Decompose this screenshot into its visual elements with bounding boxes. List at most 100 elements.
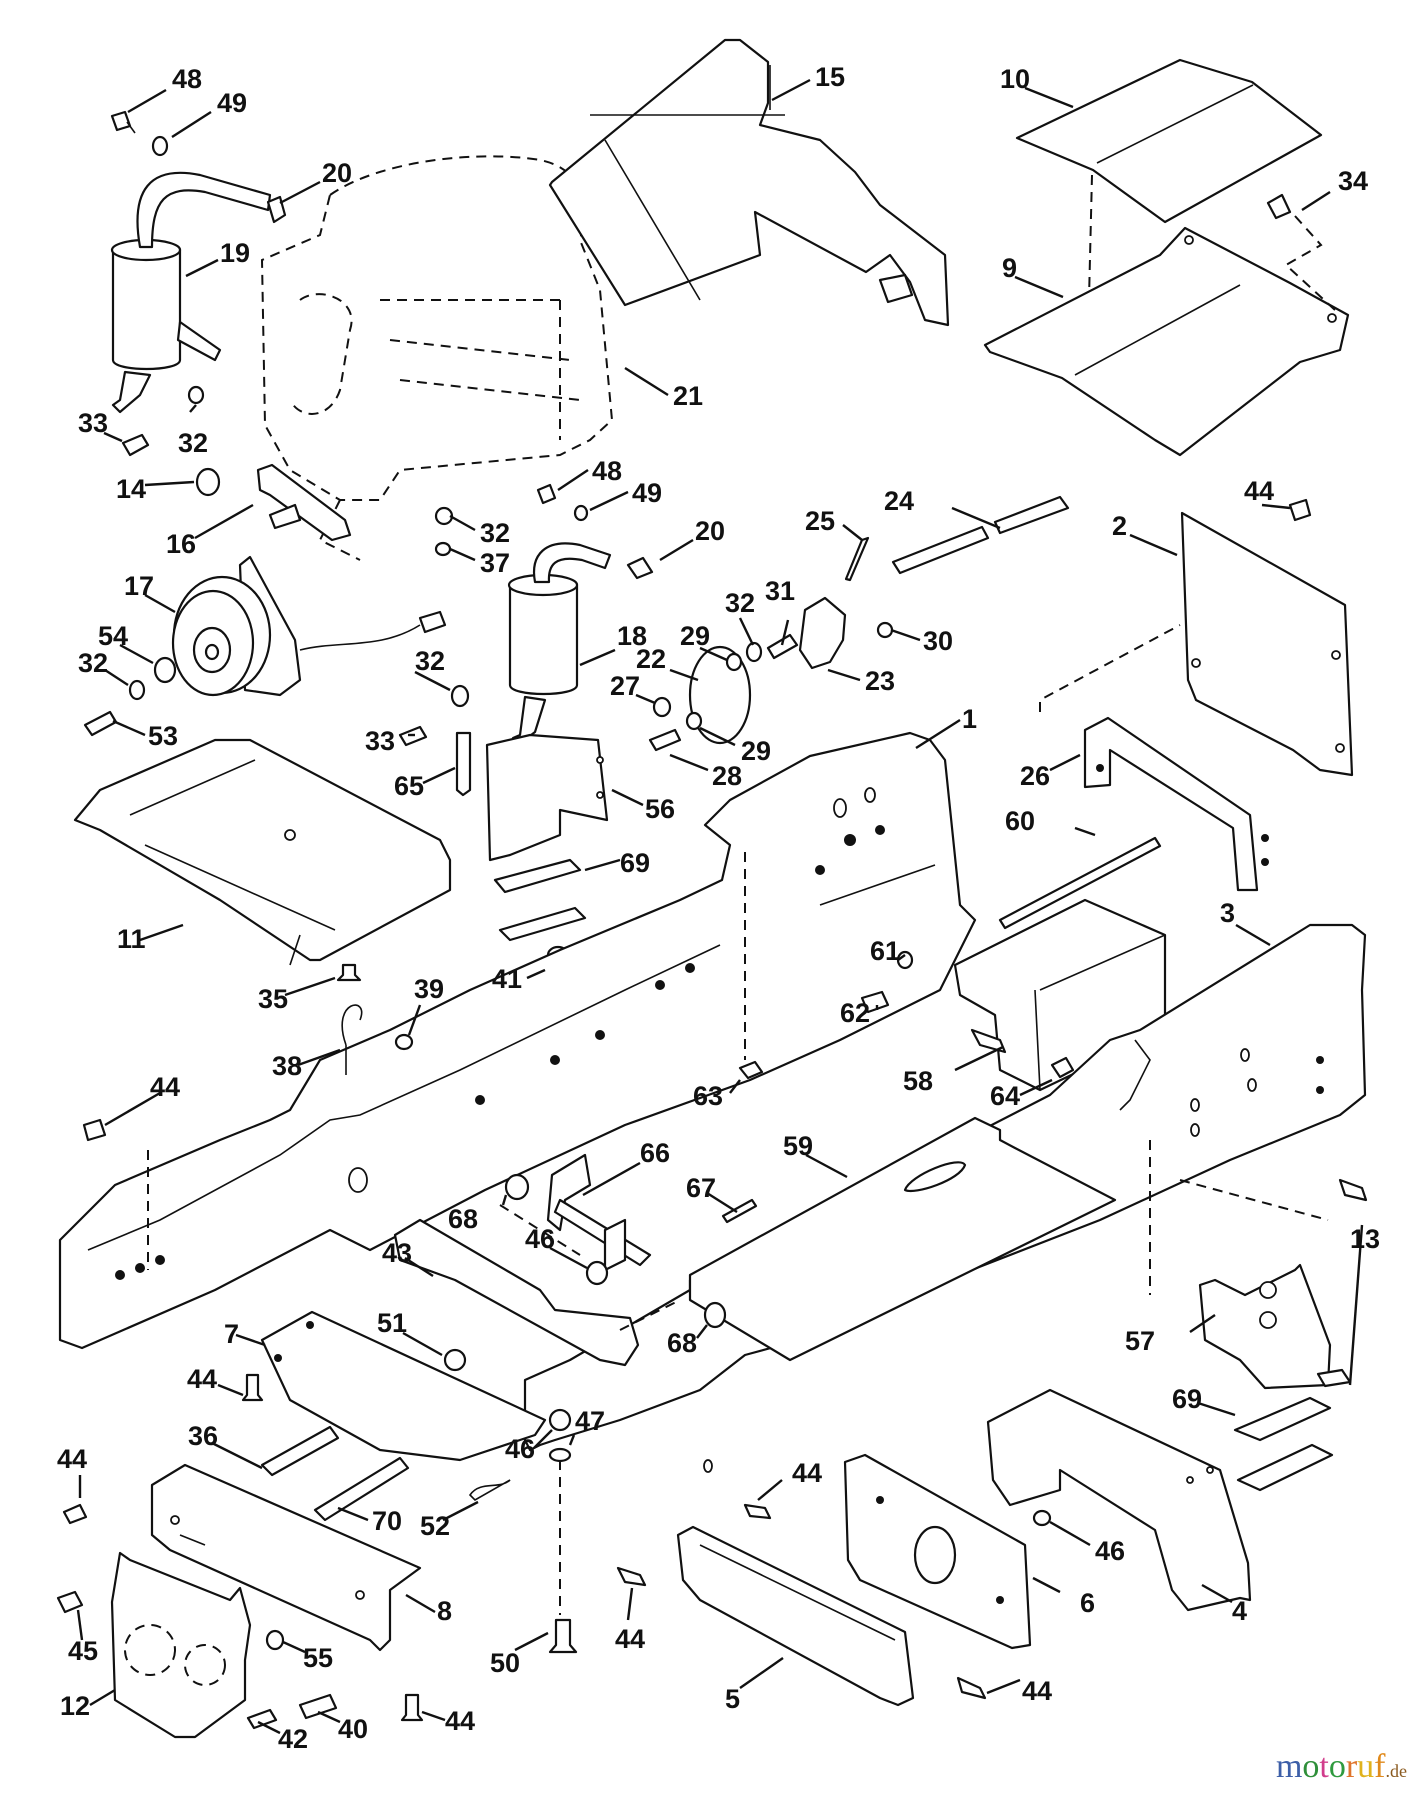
callout-label: 34 [1338,166,1368,196]
pad-part-69-b [1233,1396,1334,1492]
bolt-part-33-a [121,433,150,457]
callout-label: 32 [78,648,108,678]
washer-part-54 [153,656,177,684]
nut-part-46-a [585,1260,609,1286]
callout-label: 2 [1112,511,1127,541]
screw-part-34 [1266,193,1292,220]
washer-part-49-b [573,504,589,522]
bolt-part-70 [313,1456,410,1522]
washer-part-68-a [504,1173,530,1201]
washer-part-47 [548,1447,572,1463]
callout-label: 44 [1022,1676,1052,1706]
callout-label: 27 [610,671,640,701]
assembly-lines [147,624,1329,1615]
callout-label: 48 [172,64,202,94]
callout-label: 24 [884,486,914,516]
bolt-part-35 [336,963,362,982]
callout-label: 6 [1080,1588,1095,1618]
callout-label: 40 [338,1714,368,1744]
callout-label: 10 [1000,64,1030,94]
callout-label: 52 [420,1511,450,1541]
callout-label: 33 [365,726,395,756]
spacer-part-27 [652,696,672,718]
callout-label: 47 [575,1406,605,1436]
callout-label: 13 [1350,1224,1380,1254]
callout-label: 26 [1020,761,1050,791]
bolt-part-65 [455,731,472,797]
callout-label: 51 [377,1308,407,1338]
callout-label: 70 [372,1506,402,1536]
washer-part-49-a [151,135,169,157]
bolt-part-44-g [956,1676,987,1700]
dash-panel-part-15 [548,38,950,327]
callout-label: 8 [437,1596,452,1626]
callout-label: 63 [693,1081,723,1111]
gear-cover-part-12 [110,1551,252,1739]
callout-label: 36 [188,1421,218,1451]
washer-part-29-b [685,711,703,731]
nut-part-46-b [548,1408,572,1432]
nut-part-32-a [187,385,205,405]
rod-part-60 [998,836,1162,930]
nut-part-39 [394,1033,414,1051]
bolt-part-45 [56,1590,84,1614]
clip-part-63 [738,1060,764,1080]
callout-label: 56 [645,794,675,824]
bolt-part-44-a [1288,498,1312,522]
callout-label: 48 [592,456,622,486]
callout-label: 20 [322,158,352,188]
cover-part-10 [1015,58,1323,224]
bolt-part-44-b [82,1118,107,1142]
plate-part-5 [676,1525,915,1707]
bolt-part-13 [1316,1368,1352,1388]
plate-part-6 [843,1453,1032,1650]
pivot-part-66 [546,1153,652,1272]
callout-label: 60 [1005,806,1035,836]
bracket-part-26 [1083,716,1269,892]
bolt-part-44-d [62,1503,88,1525]
nut-part-46-c [1032,1509,1052,1527]
callout-label: 23 [865,666,895,696]
callout-label: 18 [617,621,647,651]
watermark-letter: m [1275,1748,1303,1785]
bolt-part-44-c [241,1373,264,1402]
washer-part-37 [434,541,452,557]
callout-label: 28 [712,761,742,791]
screw-part-48-b [536,483,557,505]
watermark-letter: o [1302,1748,1320,1785]
watermark-logo: motoruf.de [1276,1748,1407,1786]
callout-label: 35 [258,984,288,1014]
bolt-part-40 [298,1693,338,1720]
callout-label: 42 [278,1724,308,1754]
callout-label: 29 [741,736,771,766]
watermark-letter: t [1319,1748,1329,1785]
callout-label: 12 [60,1691,90,1721]
callout-label: 21 [673,381,703,411]
callout-label: 19 [220,238,250,268]
washer-part-61 [896,950,914,970]
nut-part-30 [876,621,894,639]
callout-label: 39 [414,974,444,1004]
callout-label: 44 [445,1706,475,1736]
callout-label: 44 [150,1072,180,1102]
nut-part-51 [443,1348,467,1372]
callout-label: 59 [783,1131,813,1161]
callout-label: 37 [480,548,510,578]
nut-part-32-b [434,506,454,526]
callout-label: 44 [615,1624,645,1654]
callout-label: 7 [224,1319,239,1349]
bracket-part-8 [150,1463,422,1652]
callout-label: 58 [903,1066,933,1096]
callout-label: 64 [990,1081,1020,1111]
callout-label: 17 [124,571,154,601]
watermark-tld: .de [1385,1761,1408,1781]
bolt-part-44-f [616,1566,647,1587]
callout-label: 49 [632,478,662,508]
callout-label: 43 [382,1238,412,1268]
callout-label: 32 [480,518,510,548]
washer-part-32-c [128,679,146,701]
callout-label: 15 [815,62,845,92]
callout-label: 25 [805,506,835,536]
callout-label: 62 [840,998,870,1028]
